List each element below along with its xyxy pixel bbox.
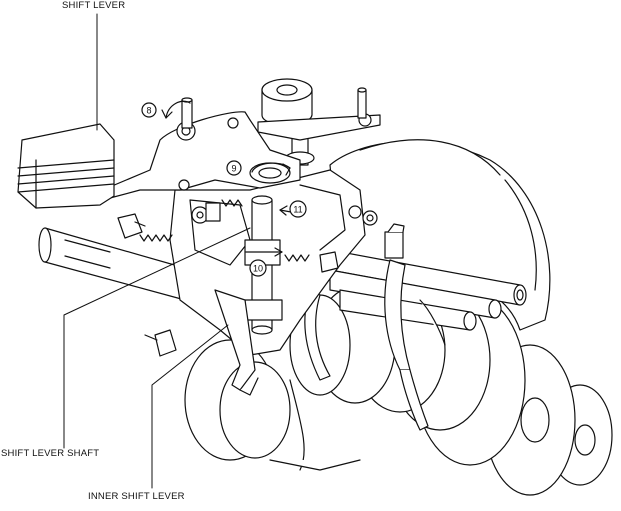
label-shift-lever: SHIFT LEVER [62, 0, 126, 11]
input-shaft [38, 227, 186, 301]
label-shift-lever-shaft: SHIFT LEVER SHAFT [1, 448, 100, 459]
push-arrow-10 [245, 247, 283, 257]
callout-9: 9 [226, 160, 242, 176]
callout-8-text: 8 [146, 106, 151, 116]
select-lever-shaft [257, 78, 381, 166]
label-inner-shift-lever: INNER SHIFT LEVER [88, 491, 185, 502]
callout-11: 11 [289, 200, 307, 218]
bolts [117, 202, 339, 357]
shift-forks [304, 223, 446, 431]
callout-11-text: 11 [293, 205, 302, 215]
leader-inner-shift-lever [151, 324, 229, 489]
callout-10-text: 10 [253, 264, 263, 274]
callout-8: 8 [141, 102, 157, 118]
callout-9-text: 9 [231, 164, 236, 174]
leader-lines [63, 13, 251, 489]
callout-10: 10 [249, 259, 267, 277]
inner-shift-lever-part [214, 289, 259, 396]
rotation-arrow-9 [251, 162, 291, 176]
detent-springs [139, 199, 310, 262]
shift-rods [329, 249, 527, 331]
leader-shift-lever-shaft [63, 227, 251, 449]
shift-lever-part [17, 97, 301, 209]
rotation-arrow-8 [161, 100, 191, 119]
